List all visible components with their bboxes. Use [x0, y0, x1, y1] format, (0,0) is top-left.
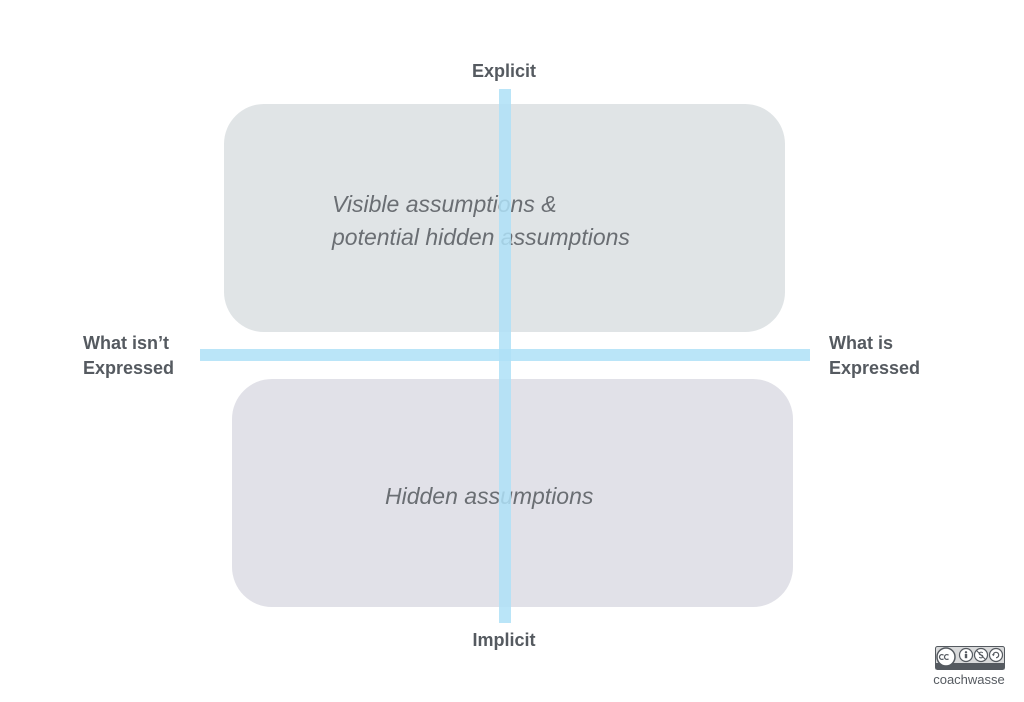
axis-label-not-expressed-line-2: Expressed — [83, 358, 175, 378]
axis-label-explicit: Explicit — [471, 61, 537, 81]
visible-assumptions-line-1: Visible assumptions & — [332, 191, 557, 217]
implicit-quadrant-box — [232, 379, 793, 607]
axis-label-not-expressed-line-1: What isn’t — [83, 333, 169, 353]
visible-assumptions-text: Visible assumptions & potential hidden a… — [332, 188, 630, 254]
hidden-assumptions-text: Hidden assumptions — [385, 483, 594, 509]
axis-label-expressed: What is Expressed — [829, 331, 920, 381]
axis-label-expressed-line-2: Expressed — [829, 358, 921, 378]
axis-label-not-expressed: What isn’t Expressed — [83, 331, 174, 381]
brand-name: coachwasse — [933, 672, 1005, 687]
axis-label-implicit: Implicit — [472, 630, 536, 650]
cc-by-nc-sa-icon — [935, 646, 1005, 670]
visible-assumptions-line-2: potential hidden assumptions — [332, 224, 630, 250]
axis-label-expressed-line-1: What is — [829, 333, 894, 353]
horizontal-axis — [200, 349, 810, 361]
